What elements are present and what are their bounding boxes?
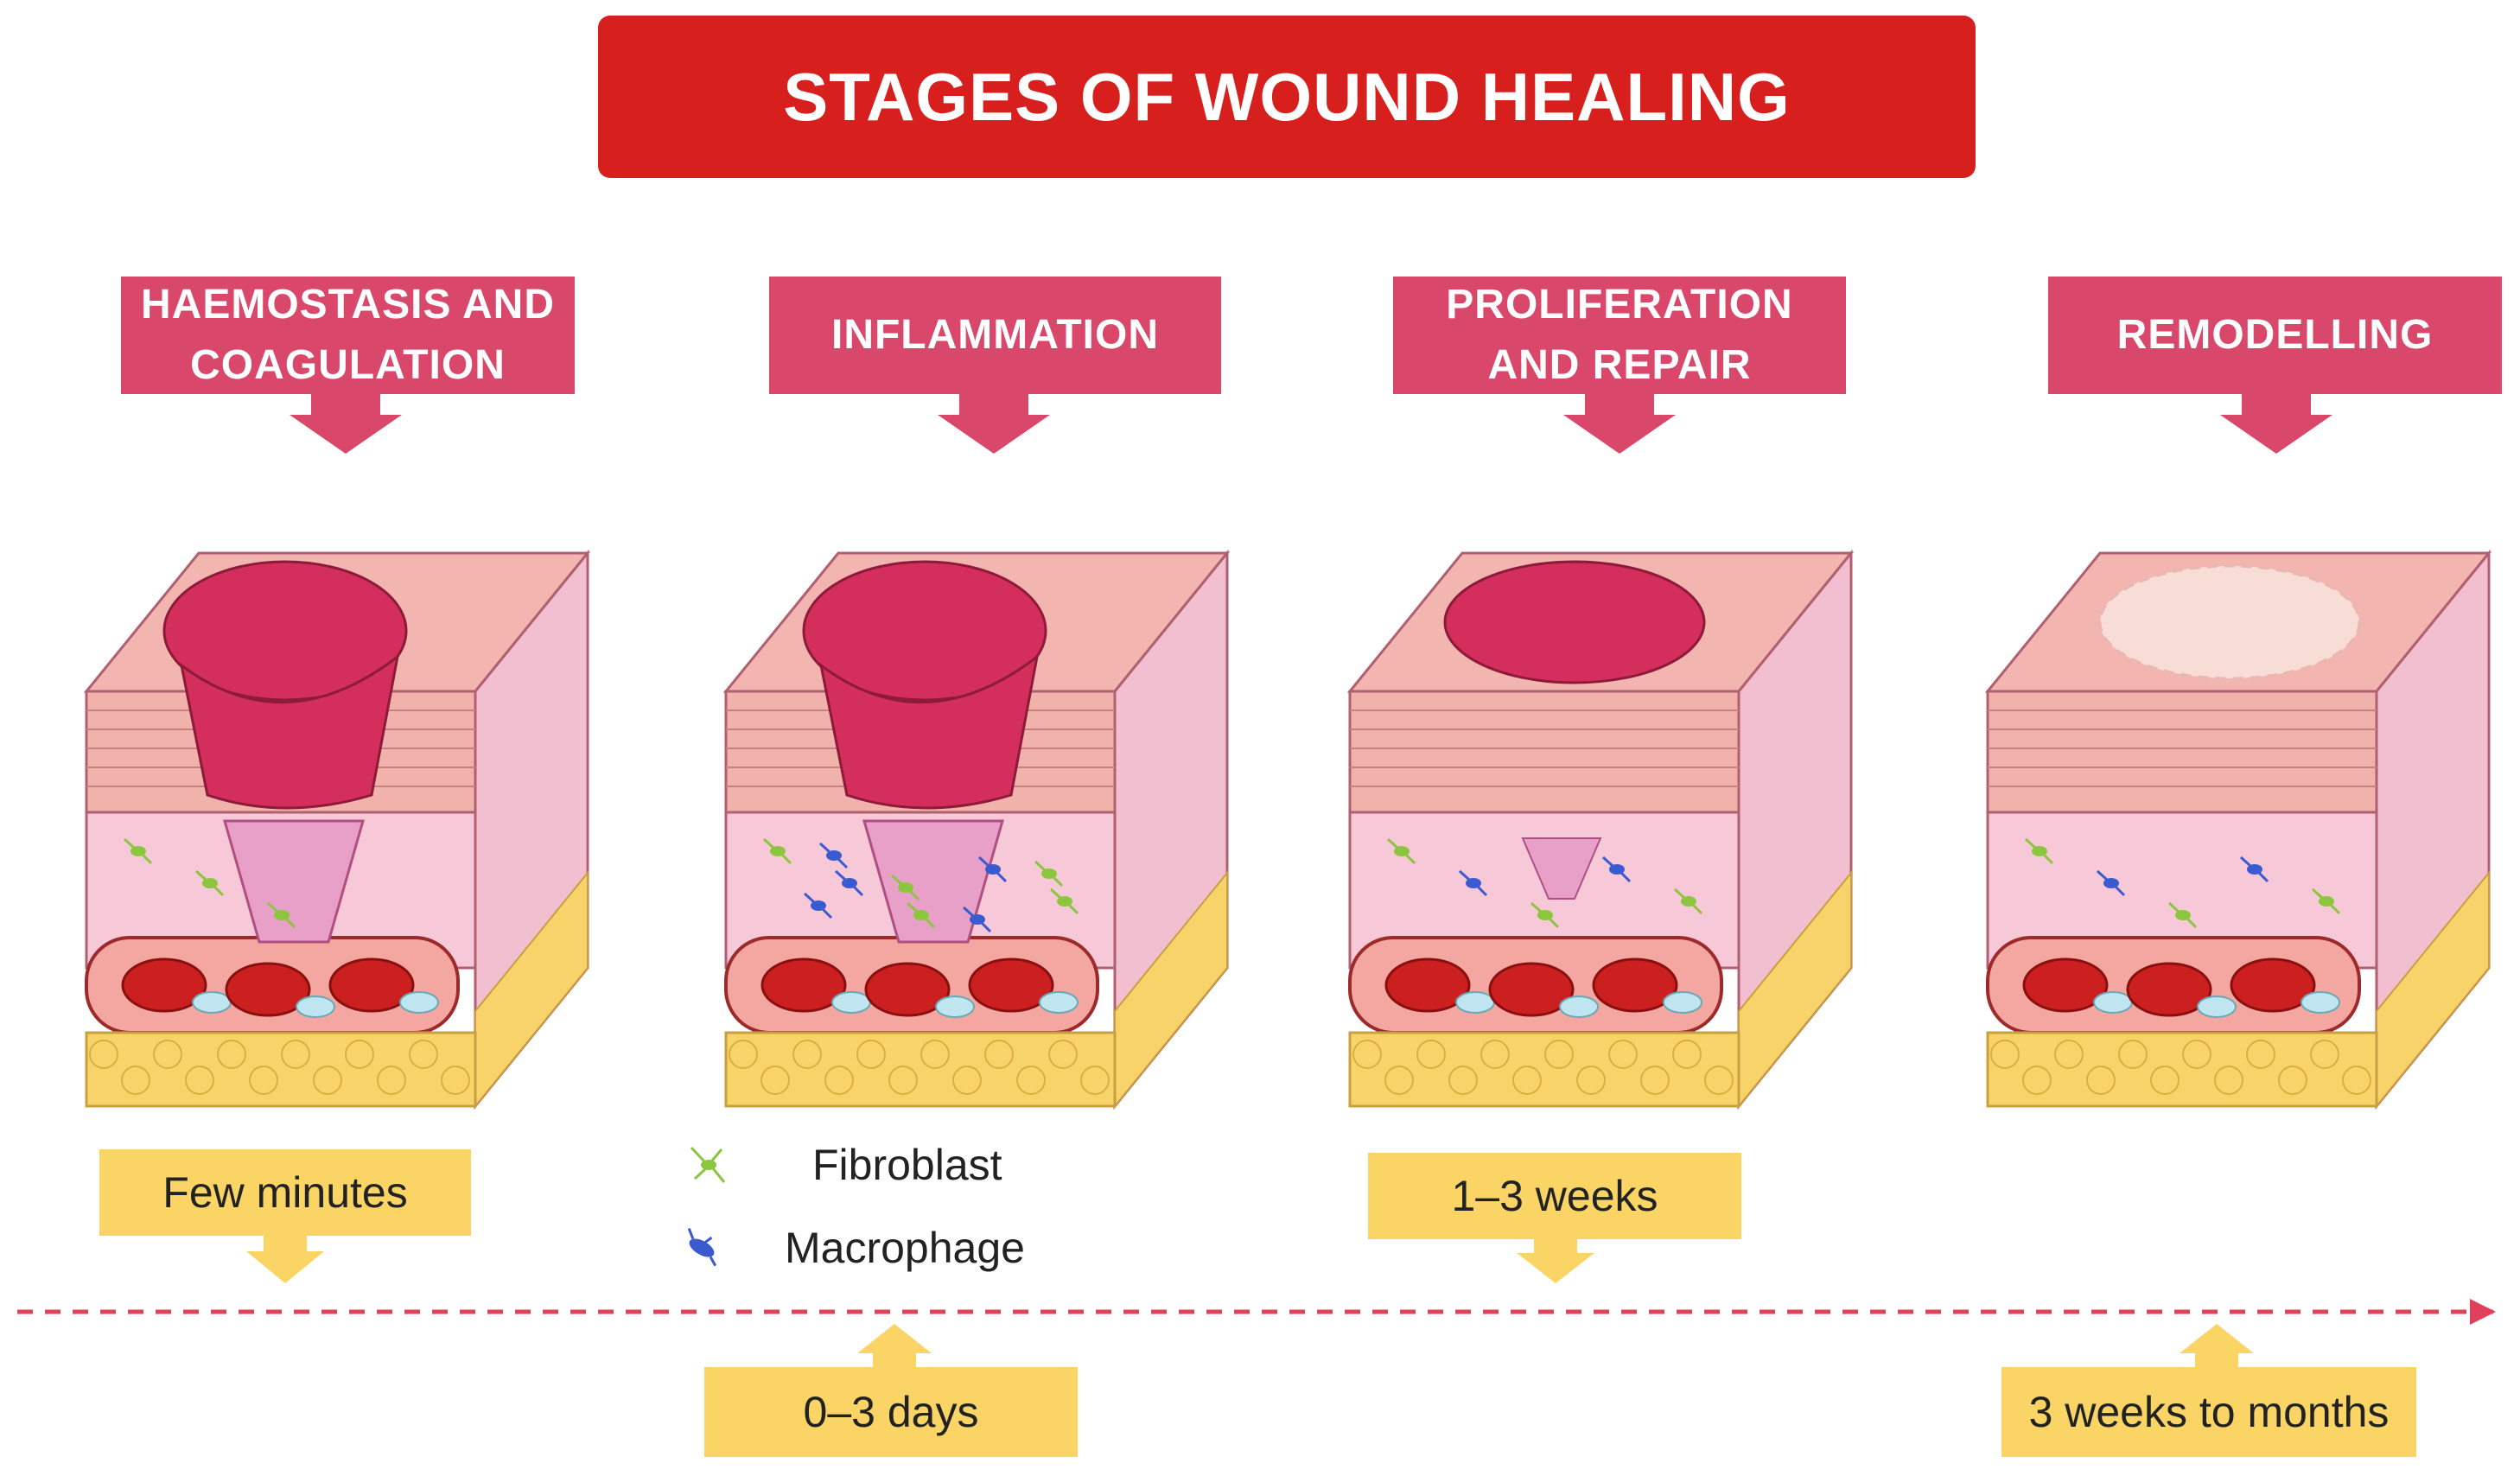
duration-box-1: [99, 1149, 471, 1283]
duration-label-4: 3 weeks to months: [2028, 1388, 2390, 1436]
legend-label-fibroblast: Fibroblast: [812, 1141, 1002, 1189]
stage-banner-3: [1393, 277, 1846, 454]
title-bar: [598, 16, 1976, 178]
legend-label-macrophage: Macrophage: [785, 1224, 1025, 1272]
duration-label-3: 1–3 weeks: [1451, 1172, 1658, 1220]
page-title: STAGES OF WOUND HEALING: [783, 58, 1791, 135]
stage-banner-4: [2048, 277, 2502, 454]
duration-box-4: [2001, 1324, 2416, 1457]
skin-block-2: [722, 549, 1231, 1110]
skin-blocks: [83, 549, 2492, 1110]
stage-label-remodelling: REMODELLING: [2116, 312, 2434, 358]
fibroblast-icon: [690, 1146, 726, 1183]
duration-label-1: Few minutes: [162, 1168, 408, 1217]
duration-box-2: [704, 1324, 1078, 1457]
skin-block-4: [1984, 549, 2492, 1110]
duration-label-2: 0–3 days: [803, 1388, 979, 1436]
stage-label-haemostasis: HAEMOSTASIS AND COAGULATION: [140, 282, 555, 388]
stage-banner-2: [769, 277, 1221, 454]
skin-block-3: [1346, 549, 1855, 1110]
stage-banner-1: [121, 277, 575, 454]
macrophage-icon: [687, 1228, 717, 1267]
stage-label-inflammation: INFLAMMATION: [830, 312, 1160, 358]
stage-label-proliferation: PROLIFERATION AND REPAIR: [1446, 282, 1793, 388]
duration-box-3: [1368, 1153, 1741, 1283]
skin-block-1: [83, 549, 591, 1110]
